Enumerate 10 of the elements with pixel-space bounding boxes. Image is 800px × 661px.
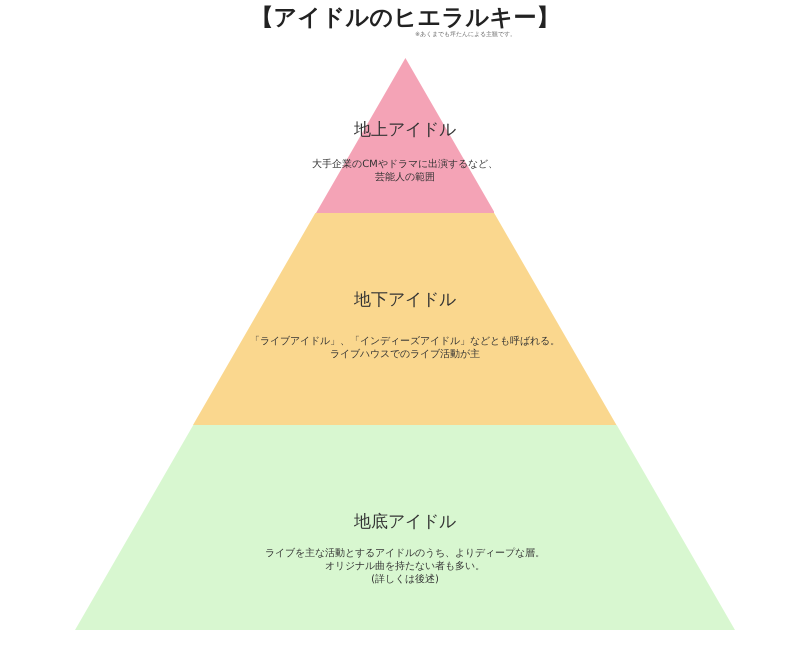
tier-description: 「ライブアイドル」、「インディーズアイドル」などとも呼ばれる。ライブハウスでのライブ活動が主 (248, 335, 561, 361)
tier-description: ライブを主な活動とするアイドルのうち、よりディープな層。オリジナル曲を持たない者も多い。 (264, 547, 546, 573)
tier-note: (詳しくは後述) (370, 573, 440, 586)
tier-heading: 地下アイドル (352, 289, 457, 311)
pyramid-tier (193, 213, 617, 425)
tier-description: 大手企業のCMやドラマに出演するなど、芸能人の範囲 (311, 158, 499, 184)
pyramid-tier (75, 425, 735, 630)
tier-heading: 地底アイドル (353, 511, 457, 533)
title: 【アイドルのヒエラルキー】 (250, 4, 560, 31)
tier-heading: 地上アイドル (352, 119, 457, 141)
